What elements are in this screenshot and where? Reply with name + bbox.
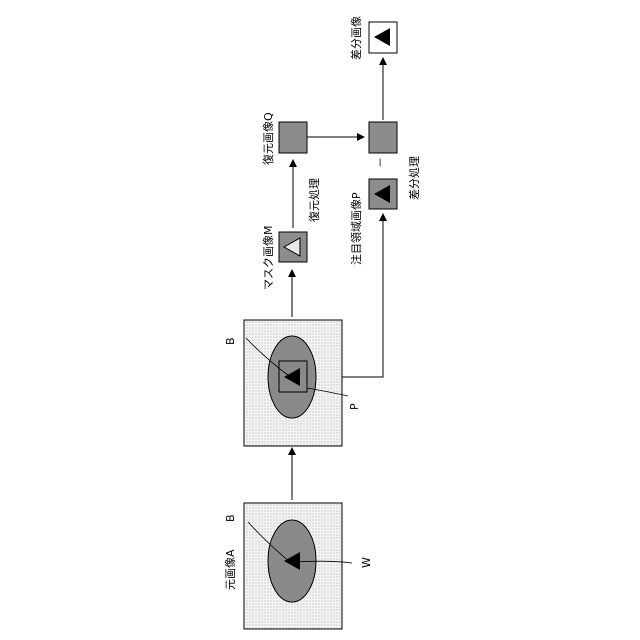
label-p-small: P — [348, 403, 361, 410]
original-image-a — [244, 503, 352, 629]
minus-sign: － — [374, 157, 387, 168]
restored-image-q-box — [279, 122, 307, 153]
difference-image — [369, 22, 397, 53]
difference-image-label: 差分画像 — [349, 16, 363, 60]
restore-process-label: 復元処理 — [308, 178, 321, 222]
attention-image-label: 注目領域画像P — [349, 192, 363, 265]
label-b-second: B — [224, 337, 237, 345]
original-image-label: 元画像A — [224, 549, 237, 590]
diff-process-label: 差分処理 — [407, 156, 421, 200]
annotated-image — [244, 320, 348, 446]
label-b-first: B — [224, 514, 237, 522]
mask-image-m — [279, 232, 307, 262]
attention-image-p — [369, 179, 397, 209]
mask-image-label: マスク画像M — [262, 226, 275, 291]
label-w: W — [360, 557, 373, 568]
difference-box — [369, 122, 397, 153]
restored-image-label: 復元画像Q — [262, 112, 275, 165]
